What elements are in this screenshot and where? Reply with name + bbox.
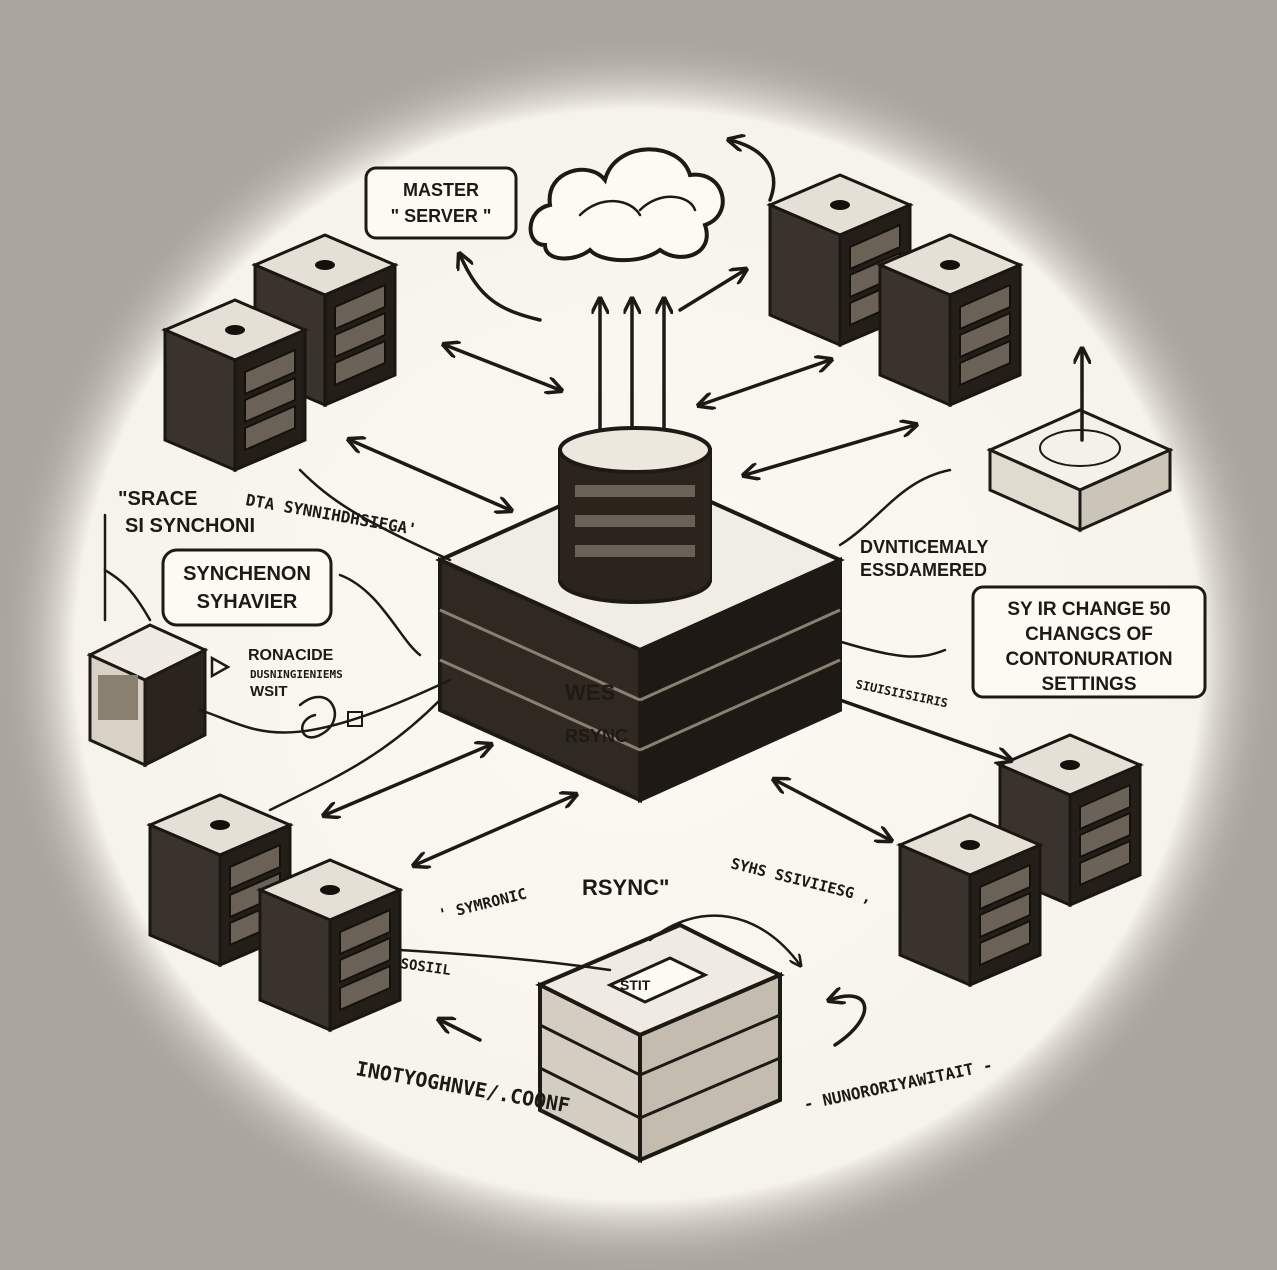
synchronization-callout: SYNCHENON SYHAVIER [161,548,333,627]
synch-box-line2: SYHAVIER [197,591,298,613]
ronacide-label-line3: WSIT [250,683,288,700]
connection-wires [103,468,952,972]
bottom-box-label: STIT [620,977,651,993]
loop-icon [298,695,363,739]
config-box-line2: CHANGCS OF [1025,624,1153,645]
left-small-label: SOSIIL [399,956,451,979]
router-icon [986,350,1174,533]
cloud-icon [528,147,725,263]
config-box-line3: CONTONURATION [1005,649,1172,670]
space-label-line2: SI SYNCHONI [125,515,255,537]
synch-box-line1: SYNCHENON [183,563,311,585]
hub-front-label-1: WES [565,680,615,705]
ronacide-label-line2: DUSNINGIENIEMS [250,668,343,681]
storage-device-icon [86,623,209,768]
hub-front-label-2: RSYNC [565,726,628,746]
database-hub-icon [435,426,845,804]
master-server-line2: " SERVER " [391,206,492,226]
config-box-line4: SETTINGS [1041,674,1136,695]
play-indicator-icon [210,655,231,679]
server-icon-bottom-left-front [258,858,402,1032]
server-icon-bottom-right-front [898,813,1042,987]
server-icon-top-right-front [878,233,1022,407]
space-label-line1: "SRACE [118,488,198,510]
bottom-storage-stack [535,922,785,1164]
master-server-callout: MASTER " SERVER " [364,166,518,240]
sync-arrows [325,140,1010,1047]
rsync-label: RSYNC" [582,875,669,900]
master-server-line1: MASTER [403,180,479,200]
configuration-callout: SY IR CHANGE 50 CHANGCS OF CONTONURATION… [971,585,1207,699]
server-icon-top-left-front [163,298,307,472]
config-box-line1: SY IR CHANGE 50 [1007,599,1170,620]
dynamically-label-line2: ESSDAMERED [860,560,987,580]
ronacide-label-line1: RONACIDE [248,647,334,664]
dynamically-label-line1: DVNTICEMALY [860,537,988,557]
